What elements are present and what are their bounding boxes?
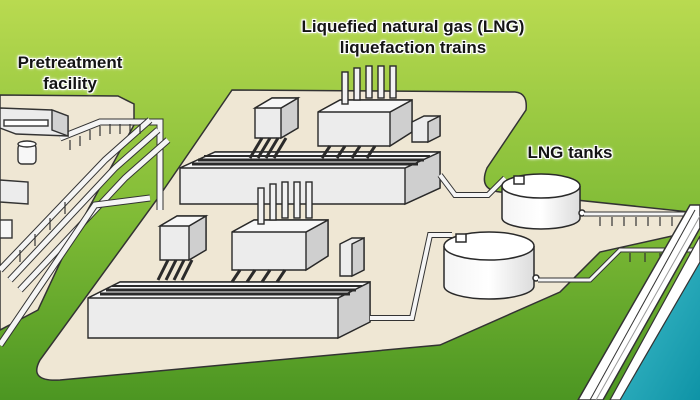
lng-tank-lower	[443, 231, 540, 300]
export-pipeline	[538, 211, 700, 283]
liquefaction-trains-label: Liquefied natural gas (LNG) liquefaction…	[258, 16, 568, 58]
pretreatment-label-line2: facility	[43, 74, 97, 93]
pipe-rack-supports	[19, 124, 141, 262]
pretreatment-facility-label: Pretreatment facility	[0, 52, 140, 94]
trains-label-line2: liquefaction trains	[339, 38, 487, 57]
cooling-tower-stack	[257, 181, 313, 225]
tanks-label-line1: LNG tanks	[527, 143, 613, 162]
pretreatment-label-line1: Pretreatment	[17, 53, 123, 72]
pretreatment-equipment	[0, 107, 69, 239]
pier	[577, 204, 700, 400]
liquefaction-train-upper	[179, 65, 441, 206]
lng-tanks-label: LNG tanks	[515, 142, 625, 163]
liquefaction-train-lower	[87, 181, 371, 340]
pipe-rack	[0, 117, 171, 347]
cooling-tower-stack	[341, 65, 397, 105]
trains-label-line1: Liquefied natural gas (LNG)	[301, 17, 525, 36]
lng-tank-upper	[501, 173, 586, 230]
transfer-pipes	[370, 173, 508, 321]
